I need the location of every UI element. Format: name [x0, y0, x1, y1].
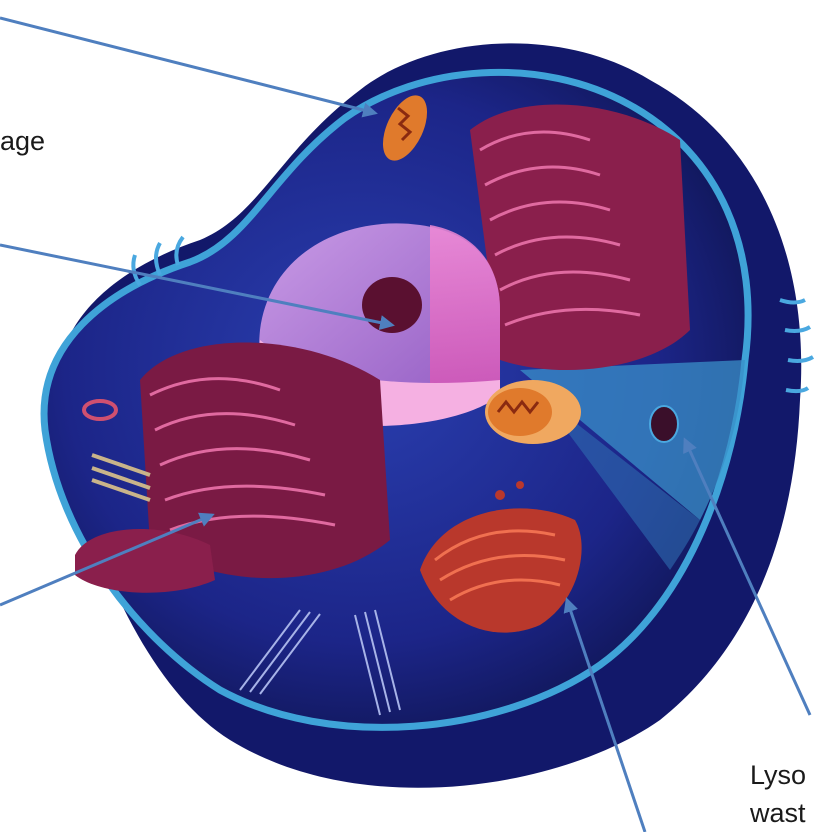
arrow-to-mitochondrion	[0, 18, 375, 113]
storage-label-fragment: age	[0, 128, 45, 155]
rough-er-right	[470, 105, 690, 370]
mitochondrion-middle	[485, 380, 581, 444]
lysosome	[650, 406, 678, 442]
lysosome-label-line2: wast	[750, 800, 806, 827]
lysosome-label-line1: Lyso	[750, 762, 806, 789]
